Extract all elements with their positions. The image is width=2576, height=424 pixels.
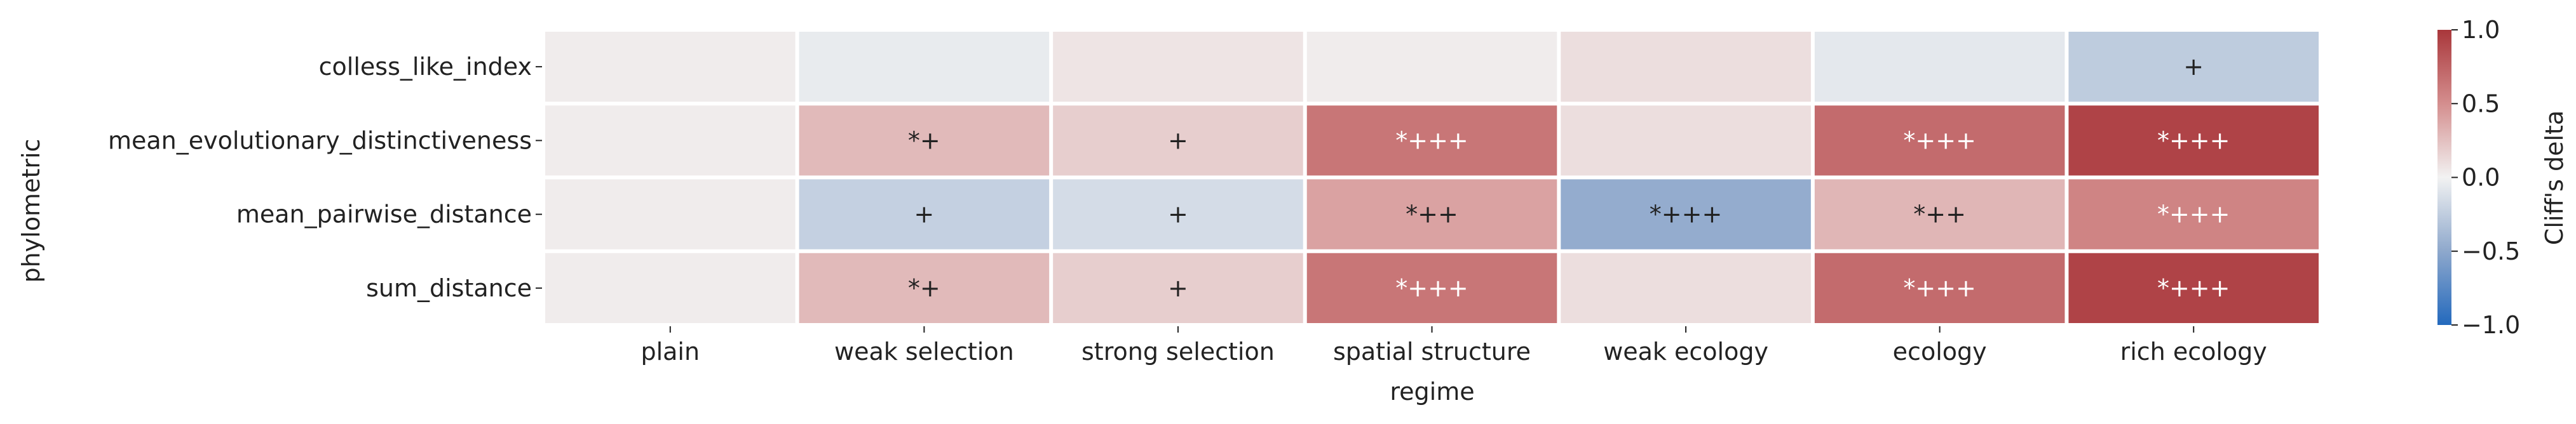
- heatmap-cell: [545, 179, 796, 249]
- heatmap-cell: [545, 105, 796, 176]
- x-tick-label: strong selection: [1081, 338, 1275, 366]
- heatmap-cell: [545, 253, 796, 323]
- x-tick-labels: plain weak selection strong selection spati…: [641, 326, 2267, 366]
- cell-annotation: *+: [908, 274, 940, 302]
- heatmap-cell: [1814, 253, 2065, 323]
- cell-annotation: +: [2183, 53, 2204, 81]
- heatmap-cell: [1306, 105, 1557, 176]
- heatmap-cell: [799, 253, 1050, 323]
- heatmap-cell: [1561, 179, 1811, 249]
- colorbar-gradient: [2437, 30, 2451, 325]
- y-tick-labels: colless_like_index mean_evolutionary_dist…: [108, 53, 542, 302]
- x-tick-label: plain: [641, 338, 700, 366]
- heatmap-cell: [2068, 32, 2319, 102]
- heatmap-cell: [799, 32, 1050, 102]
- cell-annotation: *+++: [2157, 274, 2230, 302]
- colorbar-label: Cliff's delta: [2540, 110, 2568, 245]
- colorbar-tick-labels: −1.0 −0.5 0.0 0.5 1.0: [2451, 16, 2520, 339]
- cell-annotation: *+: [908, 126, 940, 154]
- y-tick-label: colless_like_index: [319, 53, 532, 81]
- heatmap-cell: [1306, 32, 1557, 102]
- heatmap-cell: [545, 32, 796, 102]
- y-tick-label: sum_distance: [366, 274, 532, 302]
- x-tick-label: spatial structure: [1333, 338, 1531, 366]
- heatmap-cell: [799, 105, 1050, 176]
- cell-annotation: +: [1168, 274, 1188, 302]
- x-tick-label: ecology: [1893, 338, 1987, 366]
- colorbar-tick-label: 0.0: [2462, 164, 2500, 192]
- cell-annotations: +*++*+++*+++*+++++*++*+++*++*+++*++*+++*…: [908, 53, 2230, 302]
- heatmap-cell: [799, 179, 1050, 249]
- x-tick-label: weak ecology: [1603, 338, 1768, 366]
- colorbar: [2437, 30, 2451, 325]
- colorbar-tick-label: 0.5: [2462, 89, 2500, 117]
- y-tick-label: mean_evolutionary_distinctiveness: [108, 126, 532, 154]
- cell-annotation: +: [1168, 201, 1188, 229]
- heatmap-cell: [1561, 32, 1811, 102]
- heatmap-cell: [1053, 179, 1303, 249]
- cell-annotation: *++: [1406, 201, 1458, 229]
- x-tick-label: rich ecology: [2120, 338, 2267, 366]
- heatmap-cell: [1561, 253, 1811, 323]
- cell-annotation: *+++: [1395, 126, 1468, 154]
- heatmap-cells: [545, 32, 2319, 323]
- heatmap-cell: [1053, 105, 1303, 176]
- y-tick-label: mean_pairwise_distance: [236, 201, 532, 229]
- cell-annotation: *+++: [2157, 126, 2230, 154]
- heatmap-cell: [1306, 253, 1557, 323]
- heatmap-cell: [1814, 32, 2065, 102]
- cell-annotation: *+++: [1903, 126, 1976, 154]
- cell-annotation: *+++: [1395, 274, 1468, 302]
- colorbar-tick-label: −0.5: [2462, 237, 2520, 265]
- heatmap-cell: [1053, 32, 1303, 102]
- x-axis-title: regime: [1390, 378, 1474, 406]
- heatmap-cell: [1053, 253, 1303, 323]
- heatmap-cell: [1814, 105, 2065, 176]
- cell-annotation: *+++: [2157, 201, 2230, 229]
- heatmap-cell: [2068, 105, 2319, 176]
- cell-annotation: +: [914, 201, 934, 229]
- heatmap-cell: [2068, 179, 2319, 249]
- heatmap-cell: [1814, 179, 2065, 249]
- heatmap-cell: [2068, 253, 2319, 323]
- heatmap-cell: [1306, 179, 1557, 249]
- cell-annotation: +: [1168, 126, 1188, 154]
- x-tick-label: weak selection: [834, 338, 1014, 366]
- colorbar-tick-label: 1.0: [2462, 16, 2500, 44]
- cell-annotation: *+++: [1650, 201, 1723, 229]
- heatmap-cell: [1561, 105, 1811, 176]
- cell-annotation: *++: [1913, 201, 1966, 229]
- colorbar-tick-label: −1.0: [2462, 311, 2520, 339]
- y-axis-title: phylometric: [17, 139, 45, 283]
- cell-annotation: *+++: [1903, 274, 1976, 302]
